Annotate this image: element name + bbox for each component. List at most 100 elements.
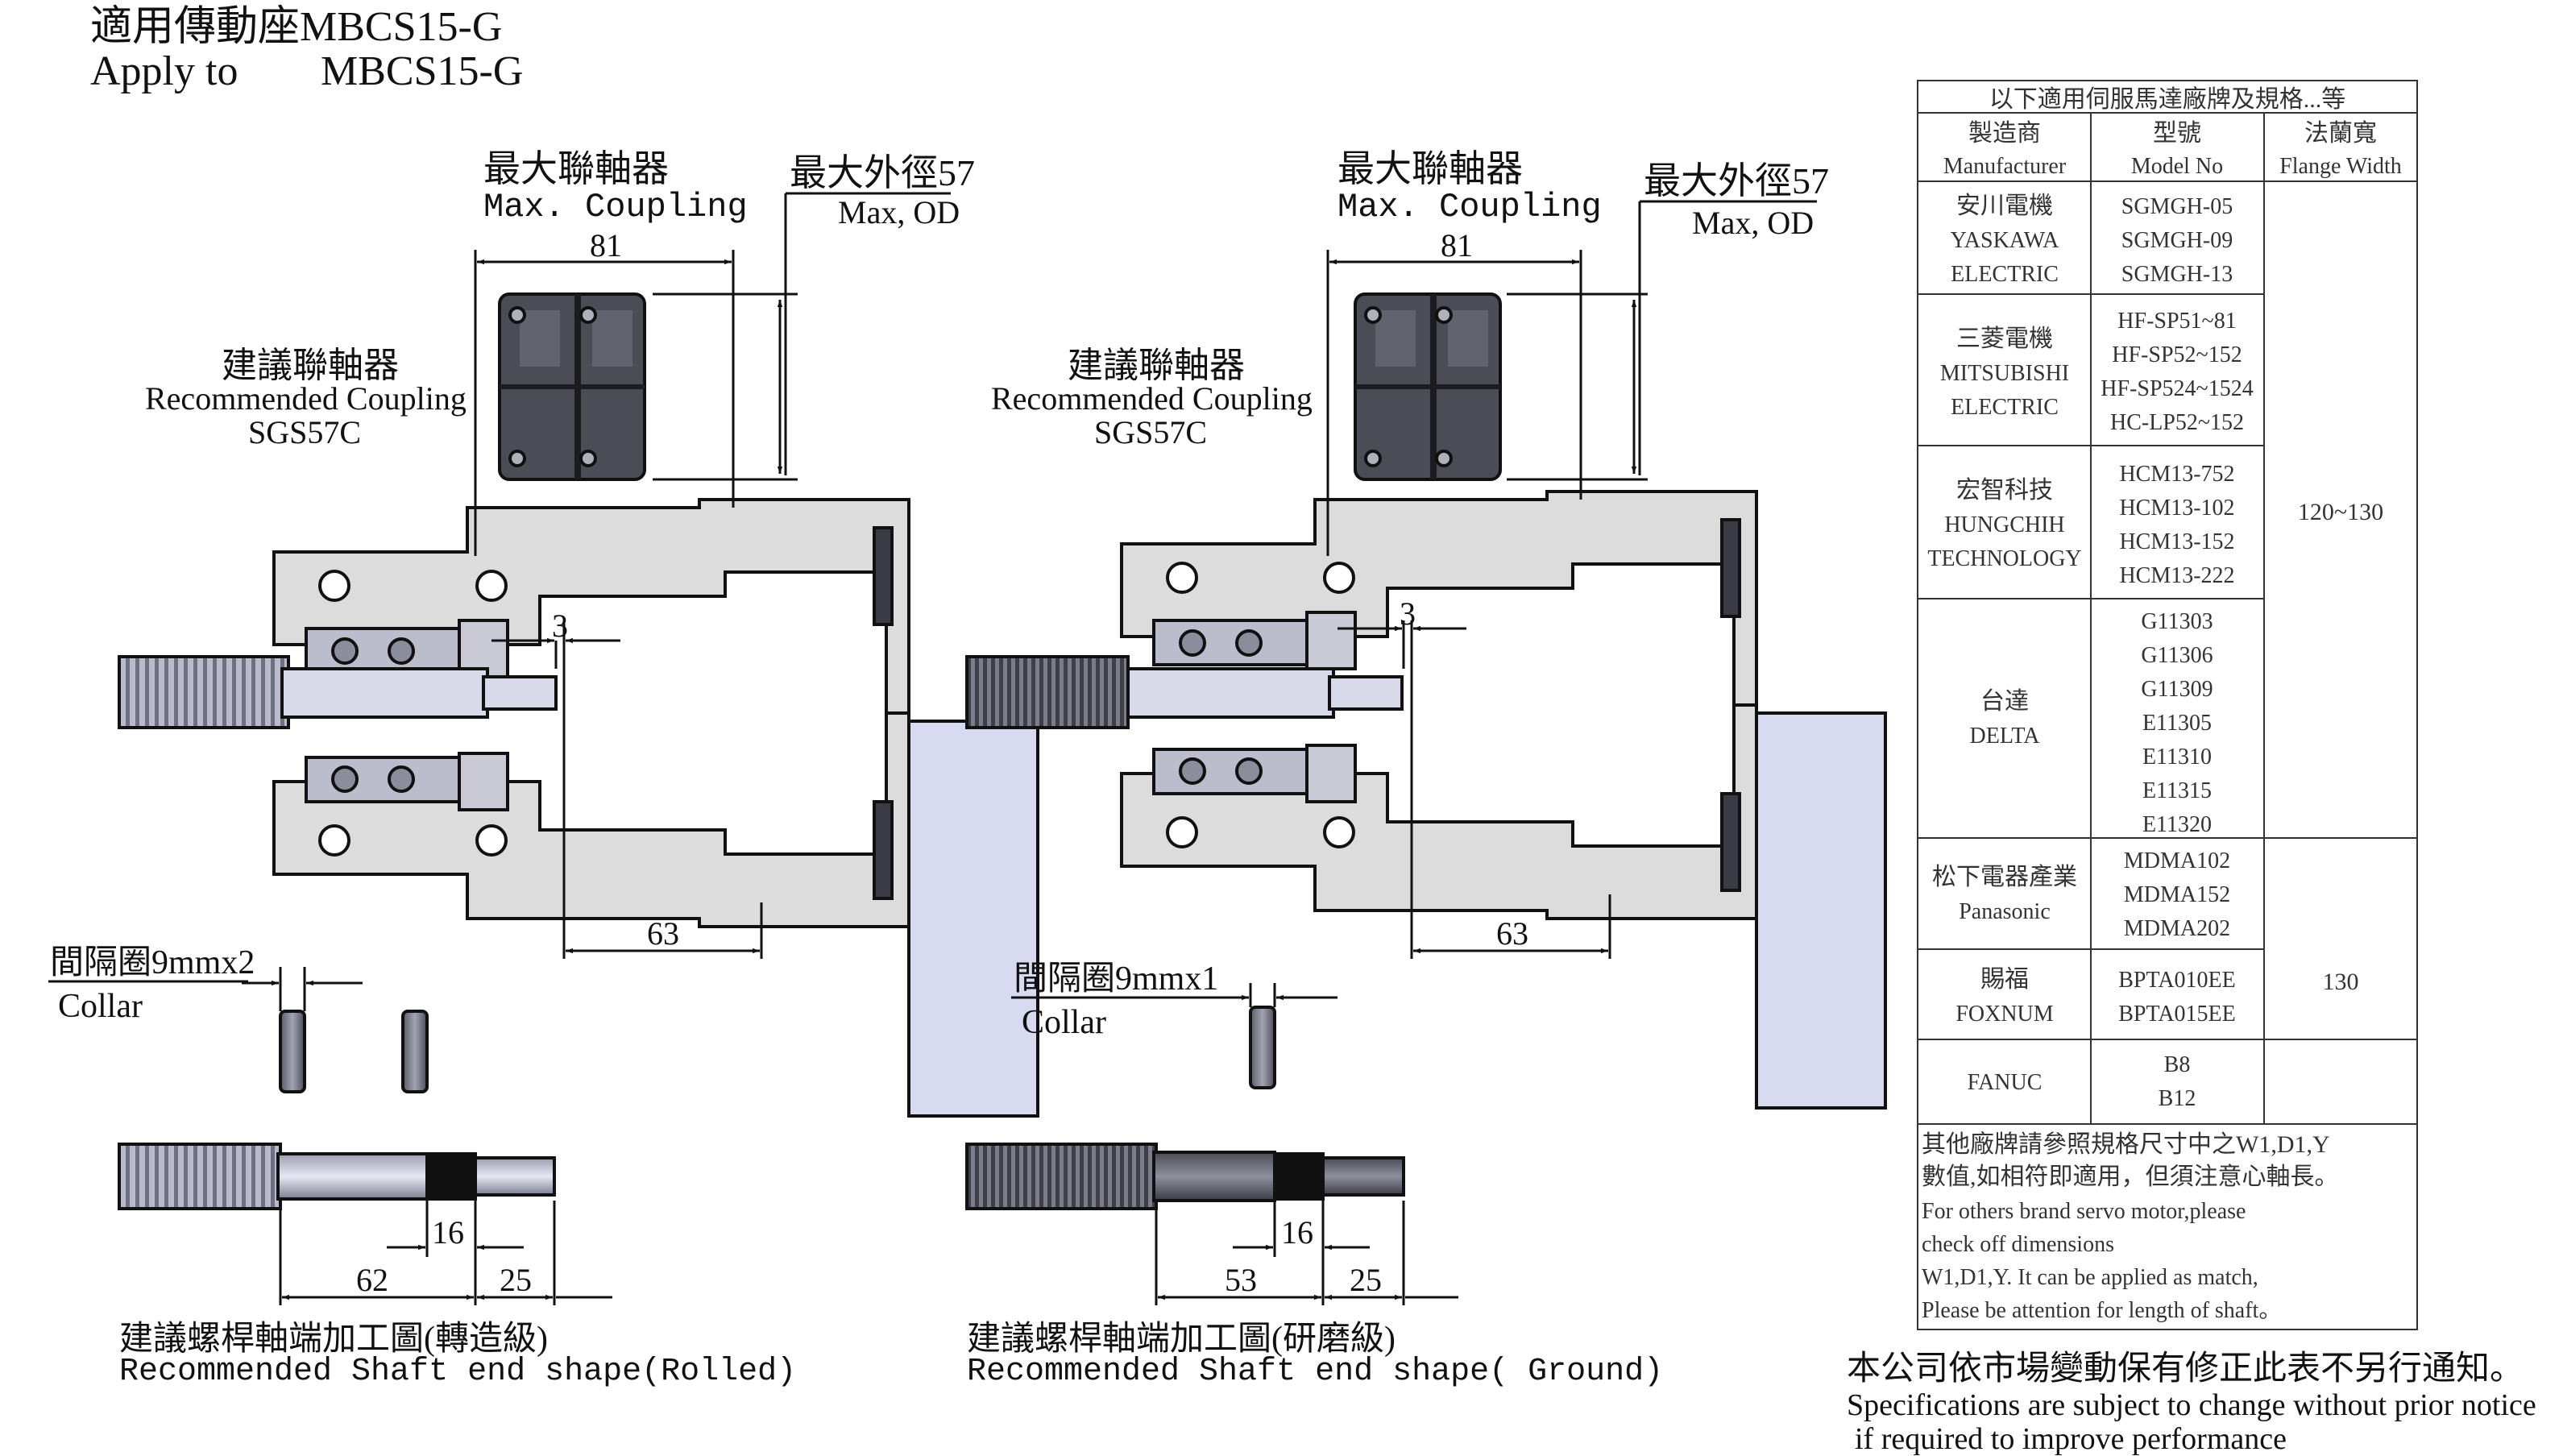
brand-name: 三菱電機 xyxy=(1956,326,2053,352)
brand-name: 台達 xyxy=(1980,688,2029,715)
brand-name: 安川電機 xyxy=(1956,193,2053,219)
left-max-od-en: Max, OD xyxy=(838,194,960,230)
left-dim-depth: 63 xyxy=(647,915,679,952)
right-max-od-en: Max, OD xyxy=(1692,205,1814,241)
model-no: G11309 xyxy=(2141,677,2213,702)
left-dim-gap: 3 xyxy=(552,608,568,644)
left-screw-thread xyxy=(118,655,290,729)
table-note-line: check off dimensions xyxy=(1922,1232,2114,1257)
table-note-line: Please be attention for length of shaft。 xyxy=(1922,1298,2281,1323)
model-no: SGMGH-13 xyxy=(2121,262,2233,287)
right-rec-coupling-zh: 建議聯軸器 xyxy=(1068,346,1245,385)
brand-name: 賜福 xyxy=(1980,966,2029,993)
brand-name: ELECTRIC xyxy=(1951,395,2059,420)
col-header-en: Manufacturer xyxy=(1943,154,2067,179)
brand-name: FANUC xyxy=(1968,1070,2043,1095)
brand-name: 松下電器產業 xyxy=(1932,864,2077,890)
model-no: G11306 xyxy=(2141,643,2213,668)
table-caption: 以下適用伺服馬達廠牌及規格...等 xyxy=(1989,86,2346,113)
flange-width: 130 xyxy=(2323,969,2359,995)
model-no: HF-SP524~1524 xyxy=(2101,376,2253,401)
model-no: HF-SP51~81 xyxy=(2117,309,2236,334)
right-dim-coupling: 81 xyxy=(1441,227,1473,263)
table-note-line: 其他廠牌請參照規格尺寸中之W1,D1,Y xyxy=(1922,1131,2330,1158)
model-no: MDMA102 xyxy=(2124,848,2230,873)
model-no: SGMGH-05 xyxy=(2121,194,2233,219)
model-no: HC-LP52~152 xyxy=(2110,410,2244,435)
model-no: BPTA015EE xyxy=(2118,1002,2236,1027)
left-rec-coupling-model: SGS57C xyxy=(248,414,361,450)
table-note-line: W1,D1,Y. It can be applied as match, xyxy=(1922,1265,2258,1290)
brand-name: YASKAWA xyxy=(1951,228,2059,253)
col-header-en: Model No xyxy=(2131,154,2223,179)
left-screw-shaft xyxy=(280,667,489,719)
header-title-zh: 適用傳動座MBCS15-G xyxy=(90,4,502,50)
brand-name: ELECTRIC xyxy=(1951,262,2059,287)
model-no: G11303 xyxy=(2141,609,2213,634)
right-screw-shaft xyxy=(1126,667,1335,719)
brand-name: 宏智科技 xyxy=(1956,477,2053,504)
model-no: HCM13-222 xyxy=(2119,563,2234,588)
left-dim-25: 25 xyxy=(500,1262,532,1298)
model-no: HCM13-152 xyxy=(2119,529,2234,554)
right-max-coupling-en: Max. Coupling xyxy=(1337,188,1602,226)
right-dim-16: 16 xyxy=(1281,1214,1313,1251)
model-no: E11320 xyxy=(2142,812,2212,837)
left-collar-en: Collar xyxy=(58,988,143,1025)
left-collar-ring xyxy=(401,1010,429,1093)
brand-name: FOXNUM xyxy=(1955,1002,2053,1027)
brand-name: Panasonic xyxy=(1959,899,2051,924)
right-max-od-zh: 最大外徑57 xyxy=(1644,160,1829,201)
col-header-zh: 製造商 xyxy=(1968,120,2041,147)
model-no: MDMA202 xyxy=(2124,916,2230,941)
brand-name: DELTA xyxy=(1970,724,2041,749)
footer-notice-zh: 本公司依市場變動保有修正此表不另行通知。 xyxy=(1847,1350,2524,1388)
table-note-line: 數值,如相符即適用，但須注意心軸長。 xyxy=(1922,1164,2339,1190)
model-no: B12 xyxy=(2159,1086,2196,1111)
left-assembly-view: 最大聯軸器 Max. Coupling 最大外徑57 Max, OD 81 建議… xyxy=(48,148,1039,1390)
right-collar-zh: 間隔圈9mmx1 xyxy=(1014,960,1218,998)
right-collar-ring xyxy=(1249,1006,1276,1089)
right-max-coupling-zh: 最大聯軸器 xyxy=(1337,148,1523,189)
left-dim-total: 62 xyxy=(356,1262,388,1298)
right-dim-depth: 63 xyxy=(1496,915,1528,952)
col-header-zh: 型號 xyxy=(2153,120,2201,147)
right-shaft-zh: 建議螺桿軸端加工圖(研磨級) xyxy=(967,1321,1396,1358)
left-max-coupling-en: Max. Coupling xyxy=(483,188,748,226)
servo-motor-spec-table xyxy=(1917,80,2418,1330)
table-note-line: For others brand servo motor,please xyxy=(1922,1199,2246,1224)
apply-to-label: Apply to xyxy=(90,48,238,94)
col-header-en: Flange Width xyxy=(2279,154,2402,179)
apply-to-model: MBCS15-G xyxy=(321,48,523,94)
model-no: HCM13-752 xyxy=(2119,462,2234,487)
model-no: HF-SP52~152 xyxy=(2112,342,2242,367)
model-no: E11310 xyxy=(2142,745,2212,769)
flange-width: 120~130 xyxy=(2298,499,2383,525)
model-no: E11315 xyxy=(2142,778,2212,803)
left-shaft-en: Recommended Shaft end shape(Rolled) xyxy=(119,1354,796,1390)
model-no: SGMGH-09 xyxy=(2121,228,2233,253)
model-no: MDMA152 xyxy=(2124,882,2230,907)
model-no: HCM13-102 xyxy=(2119,496,2234,521)
left-dim-16: 16 xyxy=(432,1214,464,1251)
model-no: E11305 xyxy=(2142,711,2212,736)
right-dim-total: 53 xyxy=(1225,1262,1257,1298)
right-assembly-view: 最大聯軸器 Max. Coupling 最大外徑57 Max, OD 81 建議… xyxy=(965,148,1887,1390)
right-dim-gap: 3 xyxy=(1400,595,1416,632)
left-collar-ring xyxy=(279,1010,306,1093)
right-shaft-en: Recommended Shaft end shape( Ground) xyxy=(967,1354,1663,1390)
brand-name: TECHNOLOGY xyxy=(1927,546,2081,571)
left-max-od-zh: 最大外徑57 xyxy=(790,152,975,193)
brand-name: HUNGCHIH xyxy=(1944,512,2064,537)
right-collar-en: Collar xyxy=(1022,1004,1106,1041)
footer-notice-en: Specifications are subject to change wit… xyxy=(1847,1388,2536,1422)
left-collar-zh: 間隔圈9mmx2 xyxy=(50,944,255,981)
left-max-coupling-zh: 最大聯軸器 xyxy=(483,148,669,189)
left-rec-coupling-en: Recommended Coupling xyxy=(145,380,467,417)
right-rec-coupling-model: SGS57C xyxy=(1094,414,1207,450)
left-rec-coupling-zh: 建議聯軸器 xyxy=(222,346,399,385)
brand-name: MITSUBISHI xyxy=(1940,361,2069,386)
footer-notice-en: if required to improve performance xyxy=(1855,1422,2287,1456)
left-dim-coupling: 81 xyxy=(590,227,622,263)
